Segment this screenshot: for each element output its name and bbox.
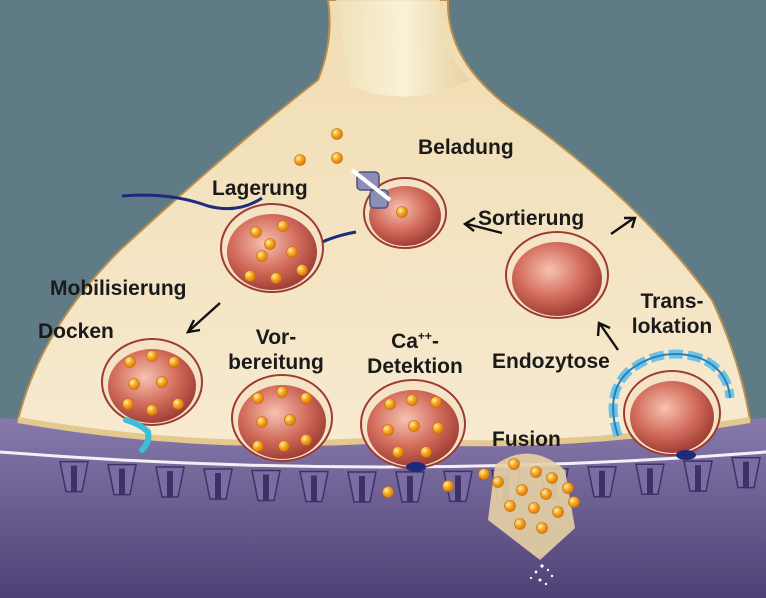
label-lagerung: Lagerung [212,176,308,201]
label-ca-sup: ++ [418,329,432,343]
transmitter-dot [547,473,558,484]
transmitter-dot [393,447,404,458]
transmitter-dot [553,507,564,518]
transmitter-dot [385,399,396,410]
label-ca-base: Ca [391,330,418,353]
transmitter-dot [529,503,540,514]
transmitter-dot [407,395,418,406]
label-docken: Docken [38,319,114,344]
transmitter-dot [421,447,432,458]
transmitter-dot [383,487,394,498]
transmitter-dot [253,441,264,452]
label-fusion: Fusion [492,427,561,452]
transmitter-dot [147,405,158,416]
label-vorbereitung: Vor- bereitung [220,325,332,375]
transmitter-dot [257,417,268,428]
label-translokation-line1: Trans- [618,289,726,314]
label-translokation: Trans- lokation [618,289,726,339]
label-beladung: Beladung [418,135,514,160]
transmitter-dot [147,351,158,362]
transmitter-dot [169,357,180,368]
label-ca-dash: - [432,330,439,353]
transmitter-dot [443,481,454,492]
label-sortierung: Sortierung [478,206,584,231]
label-detektion: Detektion [356,354,474,379]
transmitter-dot [301,435,312,446]
transmitter-dot [287,247,298,258]
transmitter-dot [253,393,264,404]
label-mobilisierung: Mobilisierung [50,276,187,301]
transmitter-dot [265,239,276,250]
vesicle-sortierung [506,232,608,318]
label-endozytose: Endozytose [492,349,610,374]
transmitter-dot [537,523,548,534]
transmitter-dot [278,221,289,232]
label-translokation-line2: lokation [618,314,726,339]
transmitter-dot [509,459,520,470]
transmitter-dot [271,273,282,284]
label-vorbereitung-line1: Vor- [220,325,332,350]
transmitter-dot [332,129,343,140]
label-ca-detektion: Ca++- Detektion [356,329,474,379]
transmitter-dot [125,357,136,368]
transmitter-dot [279,441,290,452]
transmitter-dot [301,393,312,404]
transmitter-dot [505,501,516,512]
transmitter-dot [397,207,408,218]
transmitter-dot [285,415,296,426]
transmitter-dot [493,477,504,488]
transmitter-dot [515,519,526,530]
transmitter-dot [332,153,343,164]
transmitter-dot [433,423,444,434]
transmitter-dot [297,265,308,276]
transmitter-dot [295,155,306,166]
transmitter-dot [517,485,528,496]
transmitter-dot [569,497,580,508]
transmitter-dot [245,271,256,282]
transmitter-dot [251,227,262,238]
transmitter-dot [541,489,552,500]
transmitter-dot [479,469,490,480]
transmitter-dot [257,251,268,262]
label-ca-line: Ca++- [356,329,474,354]
transmitter-dot [157,377,168,388]
label-vorbereitung-line2: bereitung [220,350,332,375]
transmitter-dot [173,399,184,410]
transmitter-dot [277,387,288,398]
transmitter-dot [431,397,442,408]
transmitter-dot [383,425,394,436]
transmitter-dot [123,399,134,410]
transmitter-dot [531,467,542,478]
transmitter-dot [563,483,574,494]
transmitter-dot [409,421,420,432]
transmitter-dot [129,379,140,390]
